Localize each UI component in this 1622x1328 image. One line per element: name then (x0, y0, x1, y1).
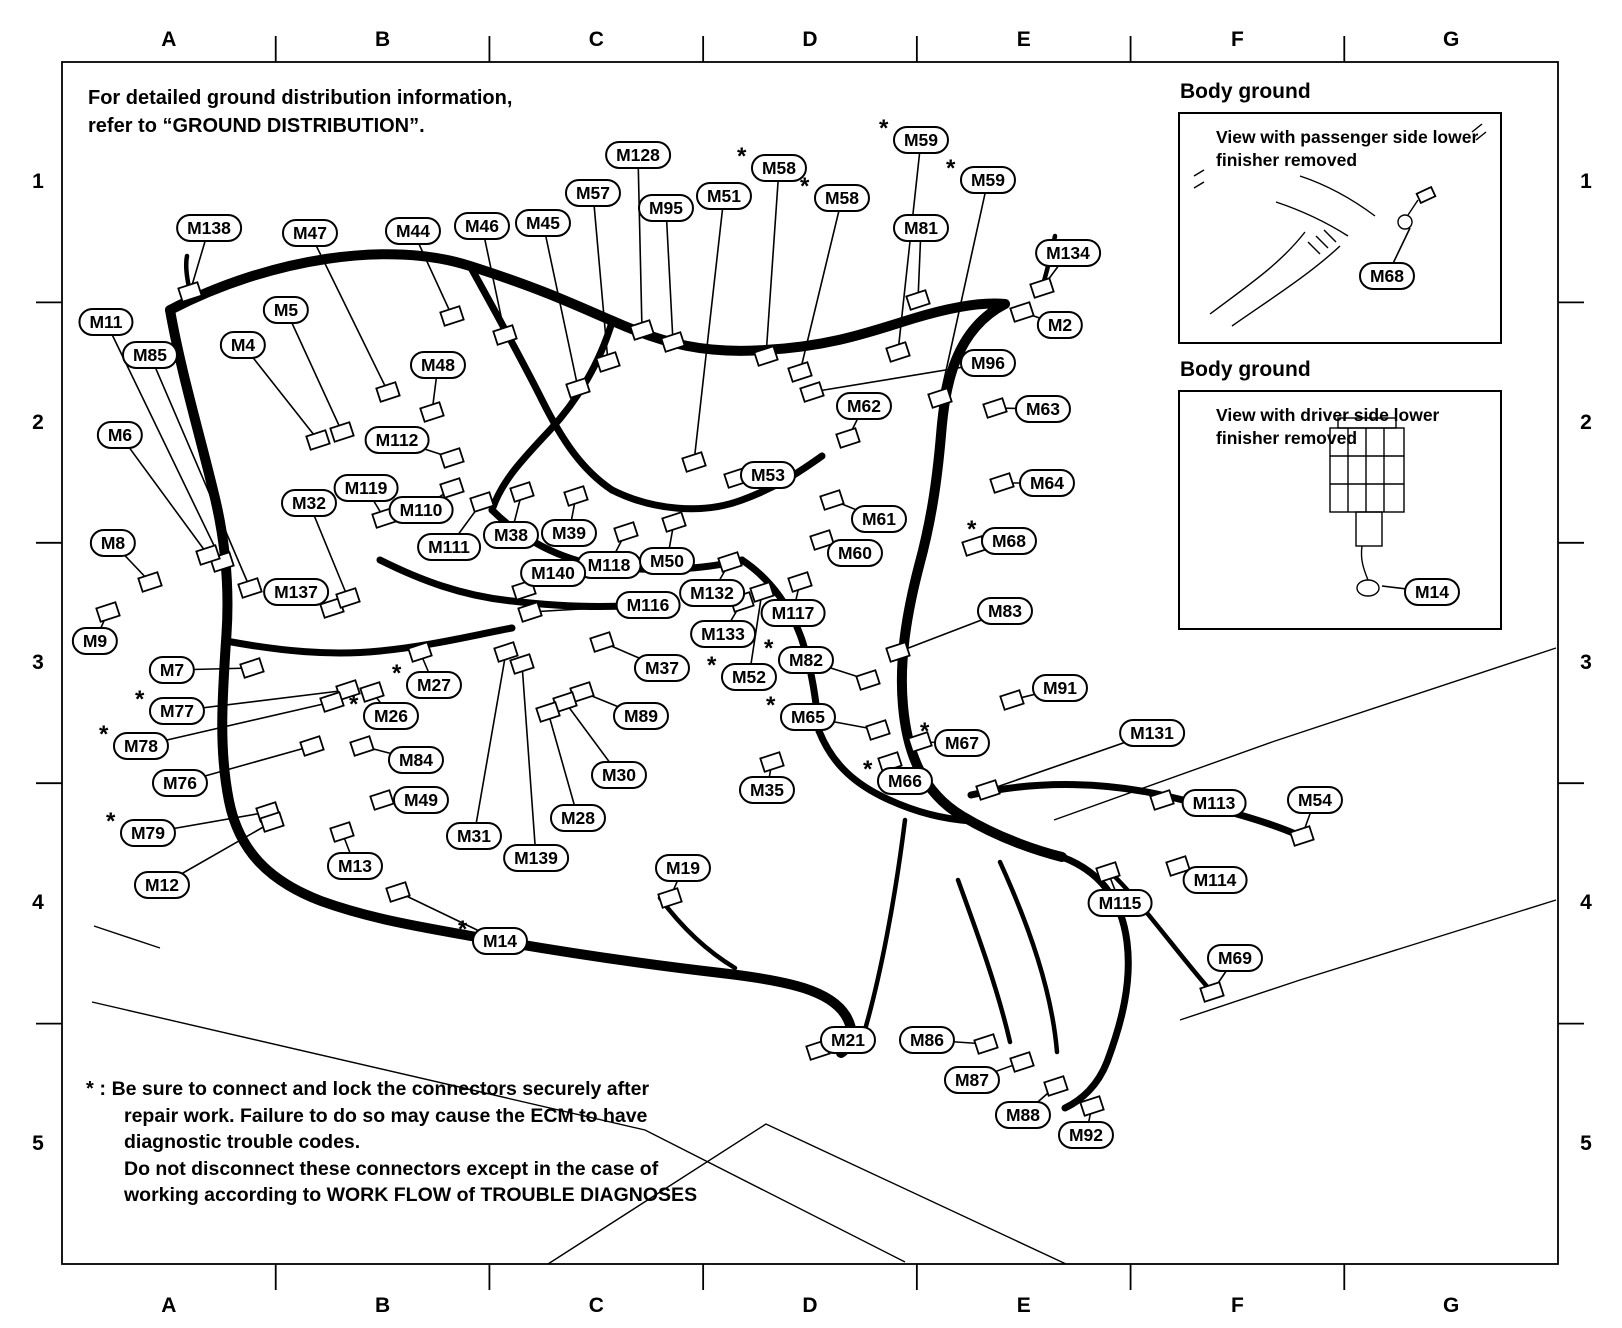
inset-caption-passenger: View with passenger side lower finisher … (1216, 127, 1479, 170)
connector-label-M14-inset: M14 (1403, 577, 1461, 607)
ground-distribution-note-line: refer to “GROUND DISTRIBUTION”. (88, 115, 425, 137)
connector-label-M68-inset: M68 (1358, 261, 1416, 291)
inset-caption-driver: View with driver side lower finisher rem… (1216, 405, 1440, 448)
footnote-line: working according to WORK FLOW of TROUBL… (124, 1183, 698, 1206)
driver-finisher-sketch (1329, 417, 1433, 597)
body-ground-inset-driver: Body ground View with driver side lower … (1178, 358, 1502, 630)
inset-box-driver: View with driver side lower finisher rem… (1178, 390, 1502, 630)
footnote-line: * : Be sure to connect and lock the conn… (86, 1078, 650, 1100)
connector-lock-footnote: * : Be sure to connect and lock the conn… (86, 1076, 786, 1208)
diagram-frame (61, 61, 1559, 1265)
footnote-line: repair work. Failure to do so may cause … (124, 1105, 648, 1127)
body-outline-lines (91, 647, 1557, 1265)
footnote-line: diagnostic trouble codes. (124, 1131, 361, 1154)
inset-title-driver: Body ground (1180, 358, 1311, 381)
inset-title-passenger: Body ground (1180, 80, 1311, 103)
passenger-finisher-sketch (1193, 123, 1487, 327)
ground-distribution-note-line: For detailed ground distribution informa… (88, 87, 513, 109)
ground-distribution-note: For detailed ground distribution informa… (88, 84, 512, 140)
harness-paths (165, 233, 1310, 1112)
body-ground-inset-passenger: Body ground View with passenger side low (1178, 80, 1502, 344)
inset-box-passenger: View with passenger side lower finisher … (1178, 112, 1502, 344)
footnote-line: Do not disconnect these connectors excep… (124, 1157, 659, 1180)
footnote-star-prefix: * : (86, 1078, 112, 1100)
